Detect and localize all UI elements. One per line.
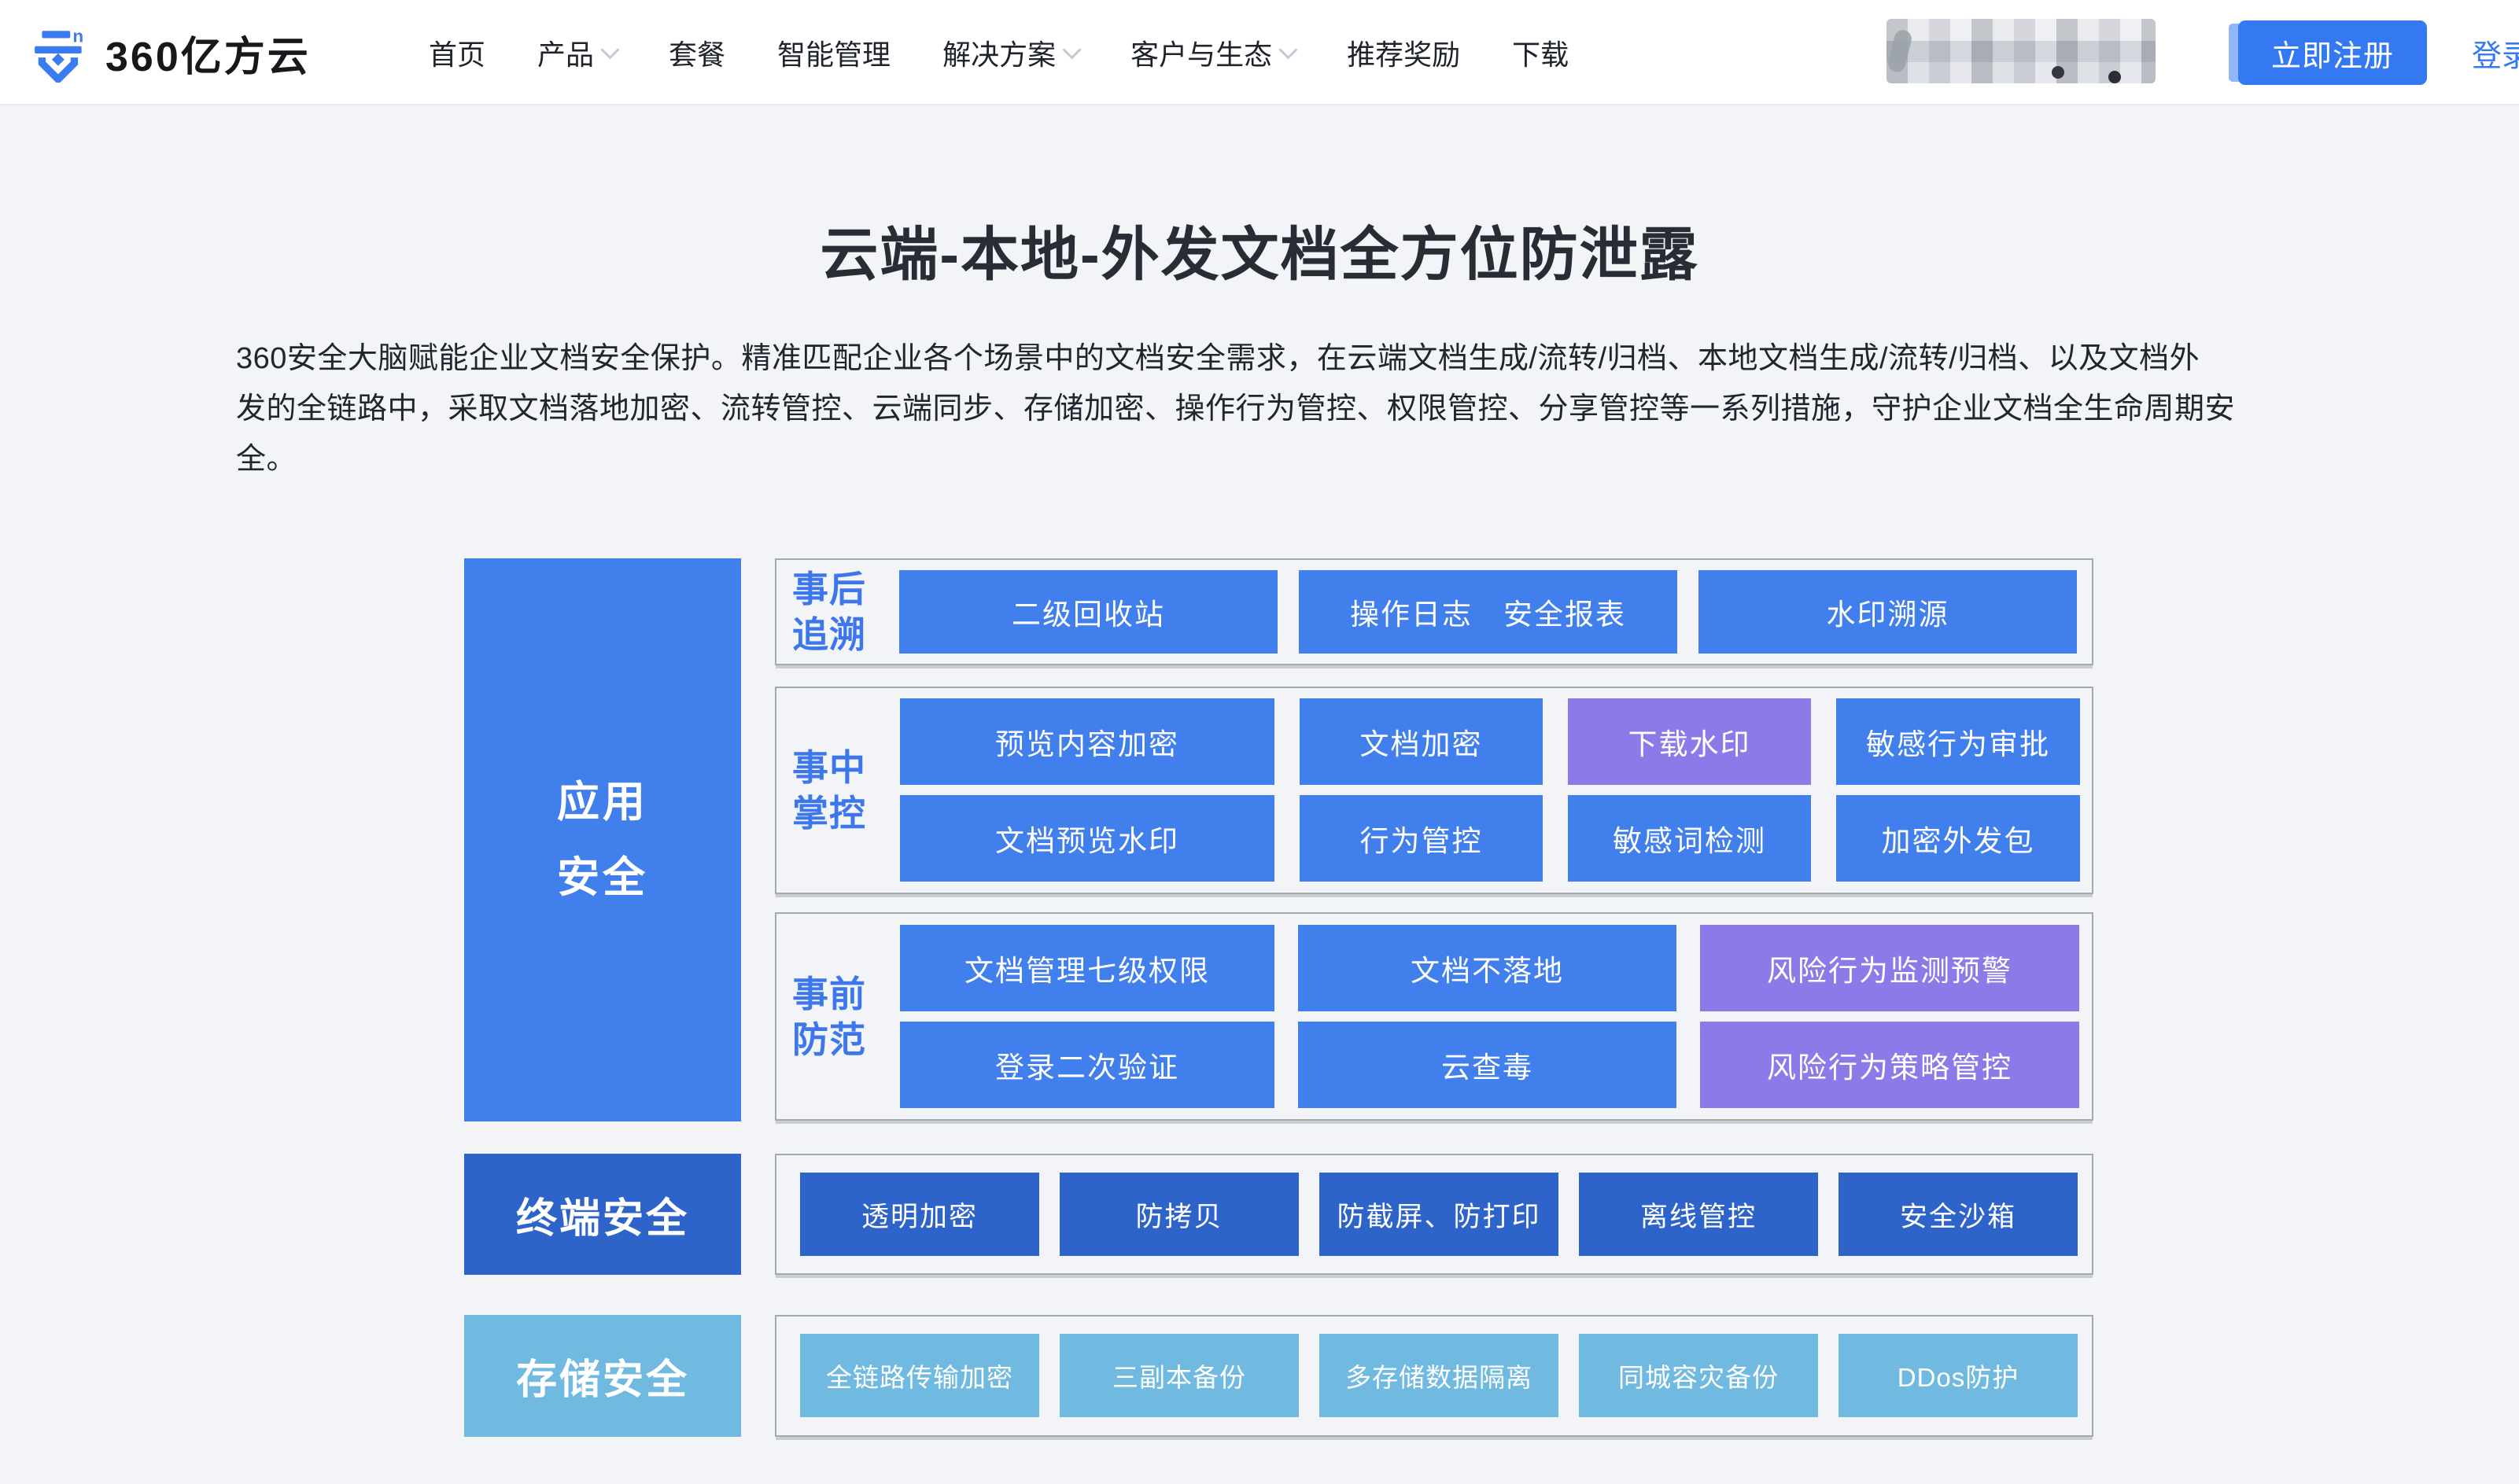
- nav-item-referral-rewards[interactable]: 推荐奖励: [1347, 32, 1460, 73]
- logo-shield-icon: n: [35, 27, 83, 83]
- nav-item-label: 套餐: [669, 39, 726, 71]
- group-pre-event-prevention: 事前 防范 文档管理七级权限 文档不落地 风险行为监测预警 登录二次验证 云查毒…: [775, 912, 2093, 1121]
- group-storage-security-row: 全链路传输加密 三副本备份 多存储数据隔离 同城容灾备份 DDos防护: [775, 1315, 2093, 1437]
- feature-box: 防截屏、防打印: [1319, 1173, 1558, 1256]
- nav-item-label: 智能管理: [777, 39, 891, 71]
- nav-item-label: 下载: [1512, 39, 1569, 71]
- nav-item-download[interactable]: 下载: [1512, 32, 1569, 73]
- feature-box: 下载水印: [1568, 698, 1811, 785]
- feature-box: 文档不落地: [1298, 925, 1676, 1011]
- feature-box: DDos防护: [1839, 1334, 2078, 1417]
- feature-box: 行为管控: [1300, 795, 1543, 882]
- group-label: 事前 防范: [792, 971, 866, 1062]
- feature-box: 文档加密: [1300, 698, 1543, 785]
- group-label-line: 追溯: [792, 614, 866, 655]
- feature-box: 敏感词检测: [1568, 795, 1811, 882]
- nav-item-label: 解决方案: [942, 39, 1057, 71]
- group-label-line: 掌控: [792, 793, 866, 834]
- feature-box: 文档预览水印: [900, 795, 1274, 882]
- nav-item-smart-management[interactable]: 智能管理: [777, 32, 891, 73]
- main-nav: 首页 产品 套餐 智能管理 解决方案 客户与生态 推荐奖励 下载: [429, 0, 1569, 105]
- page-description-line: 全。: [236, 443, 297, 476]
- top-navigation-bar: n 360亿方云 首页 产品 套餐 智能管理 解决方案 客户与生态 推: [0, 0, 2519, 105]
- chevron-down-icon: [1062, 39, 1082, 60]
- group-label: 事中 掌控: [792, 745, 866, 836]
- logo-text: 360亿方云: [105, 34, 311, 80]
- group-cells: 透明加密 防拷贝 防截屏、防打印 离线管控 安全沙箱: [800, 1173, 2078, 1256]
- chevron-down-icon: [600, 39, 620, 60]
- login-link[interactable]: 登录: [2472, 39, 2519, 73]
- group-terminal-security-row: 透明加密 防拷贝 防截屏、防打印 离线管控 安全沙箱: [775, 1154, 2093, 1275]
- nav-item-plans[interactable]: 套餐: [669, 32, 725, 73]
- logo[interactable]: n 360亿方云: [31, 0, 311, 105]
- group-cells: 二级回收站 操作日志 安全报表 水印溯源: [899, 570, 2077, 654]
- group-cells: 文档管理七级权限 文档不落地 风险行为监测预警 登录二次验证 云查毒 风险行为策…: [900, 925, 2079, 1108]
- nav-item-label: 产品: [537, 39, 595, 71]
- page-description: 360安全大脑赋能企业文档安全保护。精准匹配企业各个场景中的文档安全需求，在云端…: [236, 333, 2336, 484]
- nav-item-label: 首页: [429, 39, 486, 71]
- nav-item-label: 客户与生态: [1130, 39, 1273, 71]
- phone-number-redacted: [1886, 19, 2156, 83]
- register-button[interactable]: 立即注册: [2238, 20, 2427, 85]
- feature-box: 文档管理七级权限: [900, 925, 1274, 1011]
- terminal-security-box: 终端安全: [464, 1154, 741, 1275]
- group-cells: 预览内容加密 文档加密 下载水印 敏感行为审批 文档预览水印 行为管控 敏感词检…: [900, 698, 2080, 882]
- feature-box: 云查毒: [1298, 1022, 1676, 1108]
- group-label-line: 事中: [792, 747, 866, 788]
- group-label-line: 事前: [792, 973, 866, 1014]
- feature-box: 水印溯源: [1698, 570, 2077, 654]
- page-description-line: 发的全链路中，采取文档落地加密、流转管控、云端同步、存储加密、操作行为管控、权限…: [236, 392, 2236, 425]
- group-post-event-tracing: 事后 追溯 二级回收站 操作日志 安全报表 水印溯源: [775, 558, 2093, 665]
- page-description-line: 360安全大脑赋能企业文档安全保护。精准匹配企业各个场景中的文档安全需求，在云端…: [236, 342, 2200, 375]
- group-label-line: 事后: [792, 569, 866, 609]
- feature-box: 敏感行为审批: [1836, 698, 2080, 785]
- feature-box: 操作日志 安全报表: [1299, 570, 1677, 654]
- nav-item-label: 推荐奖励: [1347, 39, 1461, 71]
- nav-item-solutions[interactable]: 解决方案: [942, 32, 1082, 73]
- nav-item-products[interactable]: 产品: [537, 32, 620, 73]
- feature-box: 离线管控: [1579, 1173, 1818, 1256]
- nav-item-customers-ecosystem[interactable]: 客户与生态: [1130, 32, 1298, 73]
- feature-box: 二级回收站: [899, 570, 1278, 654]
- feature-box: 多存储数据隔离: [1319, 1334, 1558, 1417]
- group-label: 事后 追溯: [792, 566, 866, 657]
- application-security-label-line: 应用: [557, 779, 648, 826]
- feature-box: 加密外发包: [1836, 795, 2080, 882]
- chevron-down-icon: [1278, 39, 1298, 60]
- application-security-label-line: 安全: [557, 854, 648, 901]
- feature-box: 同城容灾备份: [1579, 1334, 1818, 1417]
- group-in-event-control: 事中 掌控 预览内容加密 文档加密 下载水印 敏感行为审批 文档预览水印 行为管…: [775, 687, 2093, 894]
- feature-box: 风险行为监测预警: [1700, 925, 2079, 1011]
- svg-text:n: n: [72, 27, 83, 46]
- nav-item-home[interactable]: 首页: [429, 32, 485, 73]
- group-cells: 全链路传输加密 三副本备份 多存储数据隔离 同城容灾备份 DDos防护: [800, 1334, 2078, 1417]
- feature-box: 透明加密: [800, 1173, 1039, 1256]
- feature-box: 登录二次验证: [900, 1022, 1274, 1108]
- feature-box: 风险行为策略管控: [1700, 1022, 2079, 1108]
- feature-box: 防拷贝: [1060, 1173, 1299, 1256]
- page-title: 云端-本地-外发文档全方位防泄露: [820, 222, 1699, 287]
- feature-box: 全链路传输加密: [800, 1334, 1039, 1417]
- feature-box: 三副本备份: [1060, 1334, 1299, 1417]
- application-security-box: 应用 安全: [464, 558, 741, 1121]
- group-label-line: 防范: [792, 1018, 866, 1060]
- feature-box: 预览内容加密: [900, 698, 1274, 785]
- storage-security-box: 存储安全: [464, 1315, 741, 1437]
- feature-box: 安全沙箱: [1839, 1173, 2078, 1256]
